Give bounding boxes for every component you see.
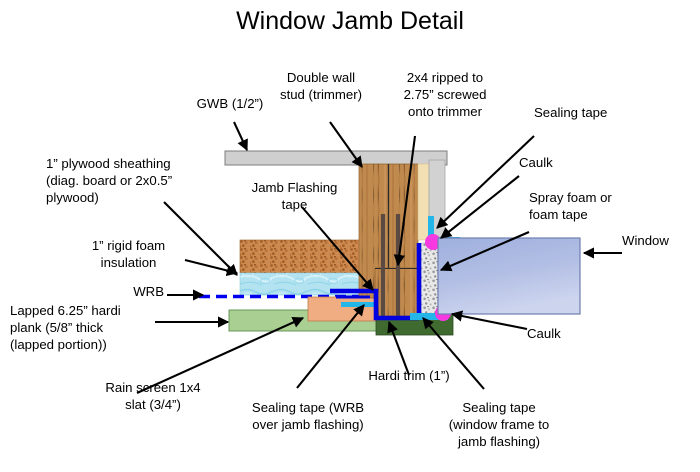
page-title: Window Jamb Detail — [236, 7, 464, 35]
label-window: Window — [622, 233, 669, 248]
label-rain-screen: Rain screen 1x4 slat (3/4”) — [105, 380, 201, 412]
jamb-flashing-tape — [330, 243, 422, 321]
label-caulk-bottom: Caulk — [527, 326, 561, 341]
label-sealing-tape-window: Sealing tape (window frame to jamb flash… — [448, 400, 550, 449]
label-double-wall-stud: Double wall stud (trimmer) — [279, 70, 363, 102]
label-hardi-trim: Hardi trim (1”) — [368, 368, 450, 383]
label-ripped-2x4: 2x4 ripped to 2.75” screwed onto trimmer — [403, 70, 487, 119]
gwb-layer — [224, 150, 448, 166]
label-spray-foam: Spray foam or foam tape — [529, 190, 612, 222]
label-hardi-plank: Lapped 6.25” hardi plank (5/8” thick (la… — [10, 303, 121, 352]
label-caulk-top: Caulk — [519, 155, 553, 170]
label-gwb: GWB (1/2”) — [196, 96, 264, 111]
label-wrb: WRB — [133, 284, 164, 299]
leader-lines — [136, 121, 622, 394]
label-rigid-foam: 1” rigid foam insulation — [91, 238, 166, 270]
spray-foam-gap — [420, 242, 439, 317]
label-sealing-tape-wrb: Sealing tape (WRB over jamb flashing) — [251, 400, 365, 432]
label-plywood-sheathing: 1” plywood sheathing (diag. board or 2x0… — [46, 156, 173, 205]
label-sealing-tape: Sealing tape — [534, 105, 608, 120]
window-unit — [437, 237, 581, 315]
label-jamb-flashing-tape: Jamb Flashing tape — [251, 180, 338, 212]
